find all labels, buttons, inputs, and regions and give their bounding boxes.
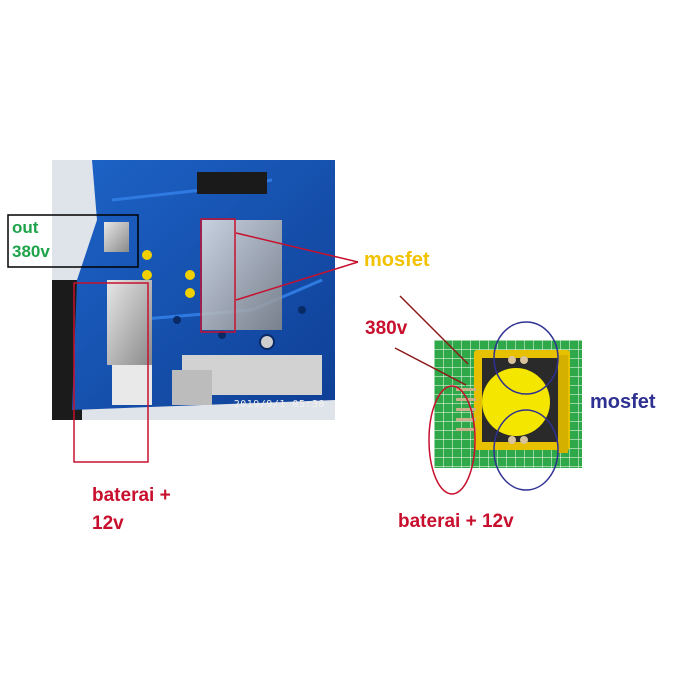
- baterai-transformer-label: baterai + 12v: [398, 511, 514, 532]
- out-label: out 380v: [12, 216, 50, 264]
- out-label-line2: 380v: [12, 242, 50, 261]
- baterai-pcb-label-line2: 12v: [92, 513, 124, 534]
- v380-label: 380v: [365, 318, 408, 339]
- photo-timestamp: 2019/9/1 05:38: [233, 399, 325, 410]
- pcb-photo: 2019/9/1 05:38: [52, 160, 335, 420]
- baterai-pcb-label-line1: baterai +: [92, 485, 171, 506]
- mosfet-transformer-label: mosfet: [590, 391, 656, 413]
- transformer-photo: [434, 340, 582, 468]
- baterai-pcb-label: baterai + 12v: [92, 482, 171, 538]
- pcb-board-image: [52, 160, 335, 420]
- mosfet-pcb-label: mosfet: [364, 249, 430, 271]
- out-label-line1: out: [12, 218, 39, 237]
- transformer-image: [434, 340, 582, 468]
